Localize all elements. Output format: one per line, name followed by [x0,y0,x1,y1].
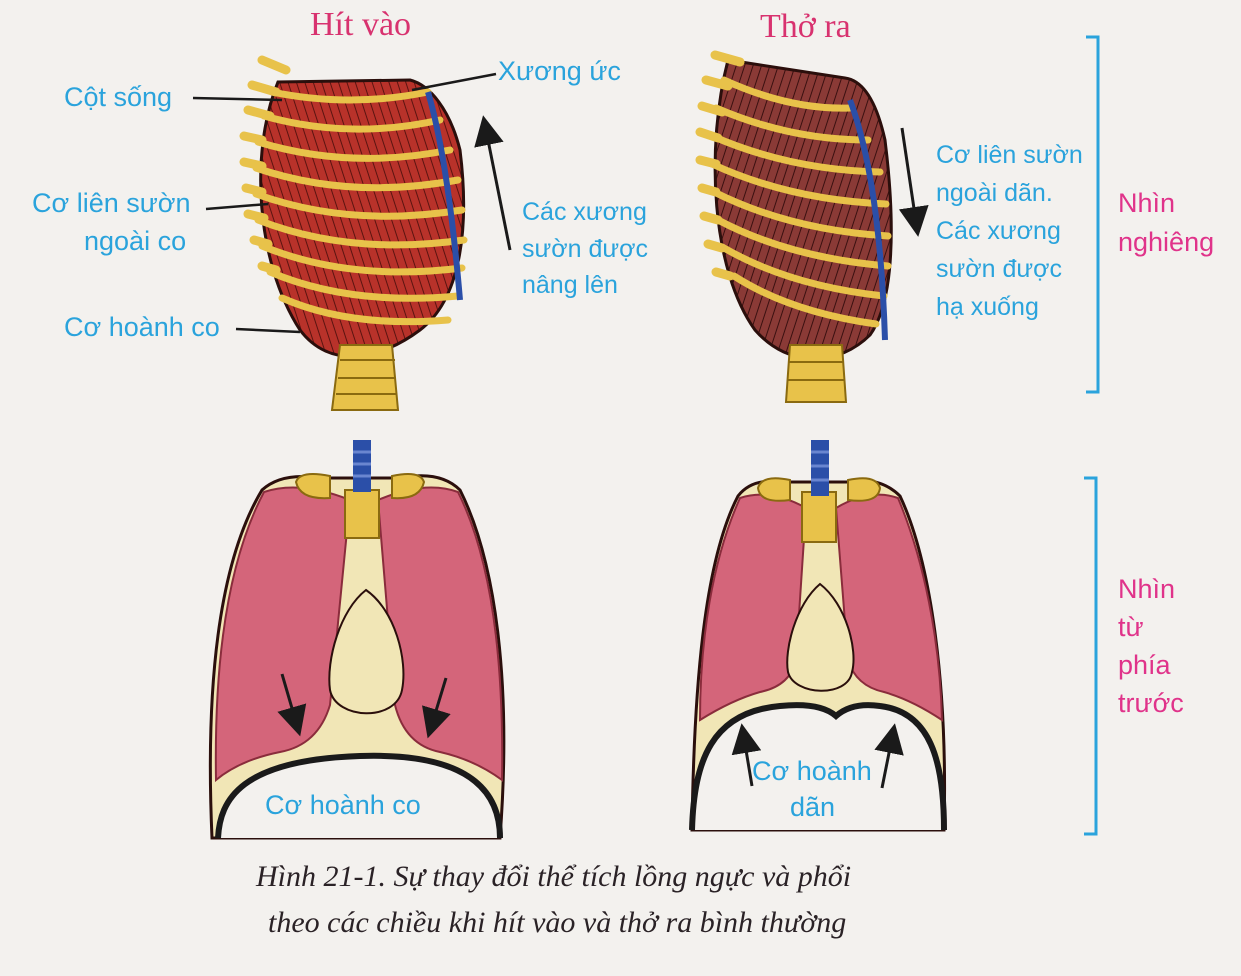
side-view-label-1: Nhìn [1118,184,1175,222]
inhale-header: Hít vào [310,6,411,44]
ribs-raised-line-2: sườn được [522,230,648,268]
side-view-label-2: nghiêng [1118,223,1214,261]
ribs-raised-line-1: Các xương [522,193,647,231]
exhale-note-line-5: hạ xuống [936,288,1039,326]
ribs-down-arrow [902,128,916,222]
diaphragm-contract-side-label: Cơ hoành co [64,308,220,346]
front-view-label-3: phía [1118,646,1171,684]
figure-caption-line-2: theo các chiều khi hít vào và thở ra bìn… [268,906,846,940]
inhale-ribcage-side [244,60,464,410]
intercostal-contract-label-2: ngoài co [84,222,186,260]
front-view-label-4: trước [1118,684,1184,722]
inhale-thorax-front [210,440,503,838]
exhale-note-line-4: sườn được [936,250,1062,288]
diaphragm-relax-label-1: Cơ hoành [752,752,872,790]
exhale-note-line-2: ngoài dãn. [936,174,1053,212]
figure-caption-line-1: Hình 21-1. Sự thay đổi thể tích lồng ngự… [256,860,851,894]
diaphragm-relax-label-2: dãn [790,788,835,826]
exhale-ribcage-side [700,55,891,402]
exhale-header: Thở ra [760,8,851,46]
front-view-label-2: từ [1118,608,1144,646]
front-view-bracket [1084,478,1096,834]
side-view-bracket [1086,37,1098,392]
spine-label: Cột sống [64,78,172,116]
diaphragm-contract-front-label: Cơ hoành co [265,786,421,824]
ribs-up-arrow [486,130,510,250]
exhale-note-line-1: Cơ liên sườn [936,136,1083,174]
intercostal-contract-label-1: Cơ liên sườn [32,184,191,222]
front-view-label-1: Nhìn [1118,570,1175,608]
ribs-raised-line-3: nâng lên [522,266,618,304]
sternum-label: Xương ức [498,52,621,90]
exhale-note-line-3: Các xương [936,212,1061,250]
